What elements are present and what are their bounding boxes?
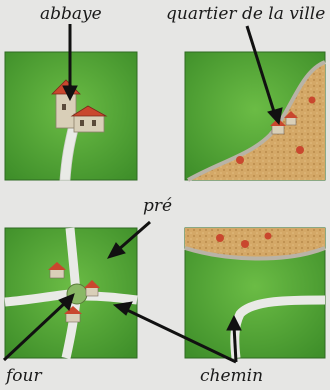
- label-city-segment: quartier de la ville: [166, 6, 325, 23]
- tile-city-segment: [185, 52, 325, 180]
- label-cloister: four: [6, 368, 42, 385]
- label-abbey: abbaye: [40, 6, 102, 23]
- label-field: pré: [143, 198, 172, 215]
- tile-city-road: [185, 228, 325, 358]
- label-road: chemin: [200, 368, 263, 385]
